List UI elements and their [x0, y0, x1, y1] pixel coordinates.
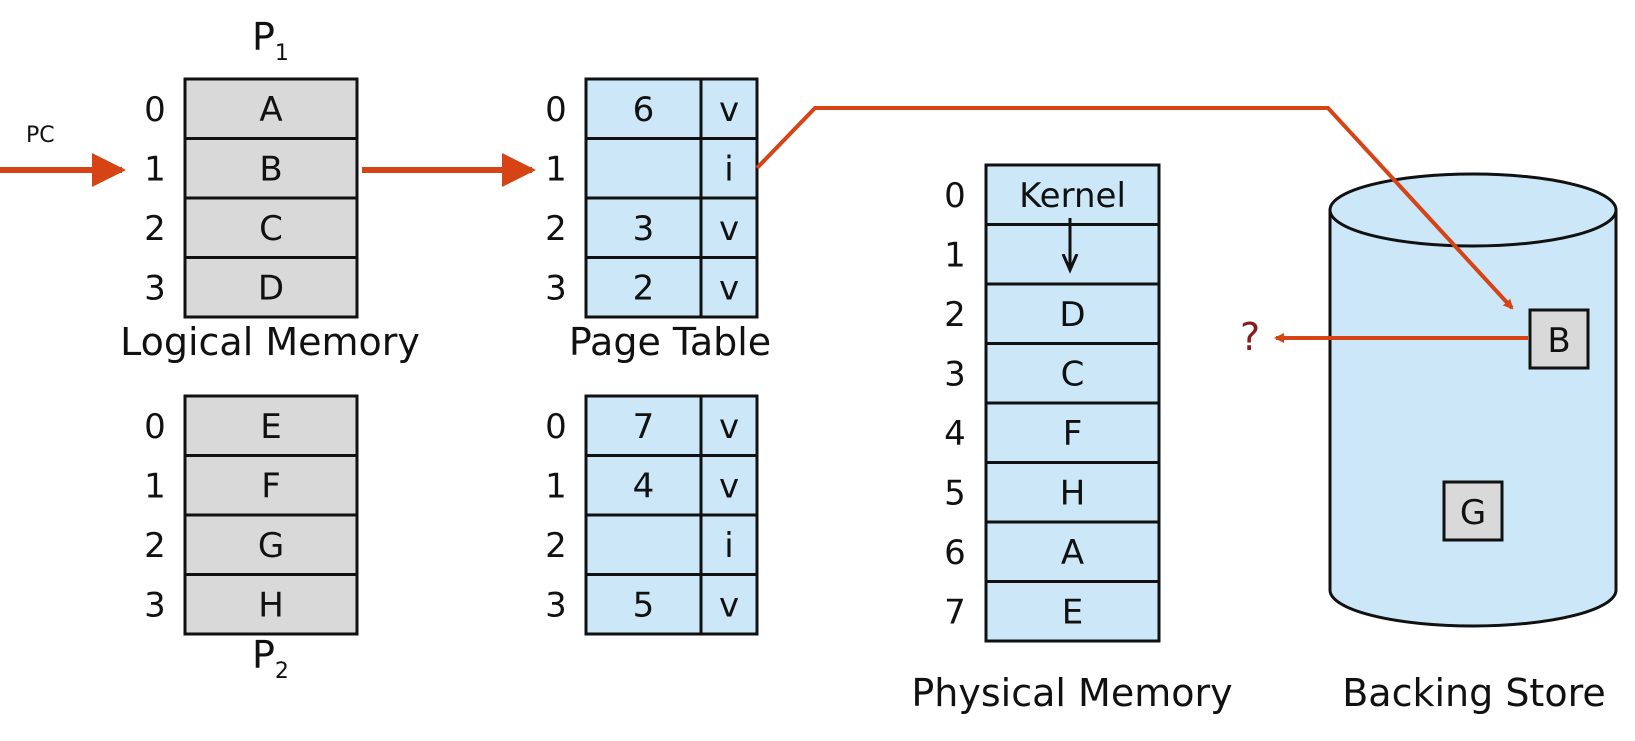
- page-table-caption: Page Table: [569, 320, 771, 364]
- physical-frame: [984, 163, 1161, 226]
- page-table-p2-valid-label: v: [719, 467, 739, 507]
- logical-p1-index: 3: [144, 269, 166, 309]
- physical-index: 4: [944, 414, 966, 454]
- physical-frame: [984, 461, 1161, 524]
- backing-store-body: [1328, 210, 1618, 628]
- logical-p2-cell: [183, 573, 359, 636]
- page-table-p1: 0 6 v 1 i 2 3 v 3 2 v: [545, 77, 759, 319]
- physical-index: 0: [944, 176, 966, 216]
- logical-memory-p2: 0 E 1 F 2 G 3 H: [144, 394, 359, 636]
- page-table-p1-index: 0: [545, 90, 567, 130]
- physical-index: 1: [944, 236, 966, 276]
- physical-frame: [984, 282, 1161, 345]
- backing-store: B G: [1328, 172, 1618, 628]
- page-table-p1-frame-label: 6: [633, 90, 655, 130]
- physical-index: 2: [944, 295, 966, 335]
- page-table-p1-frame-label: 3: [633, 209, 655, 249]
- question-mark: ?: [1240, 315, 1260, 359]
- page-table-p2-valid-cell: [699, 513, 759, 576]
- logical-p1-cell-label: A: [259, 90, 282, 130]
- physical-frame-label: Kernel: [1019, 176, 1126, 216]
- logical-p1-cell: [183, 137, 359, 200]
- logical-p1-cell: [183, 256, 359, 319]
- logical-p2-cell-label: G: [258, 526, 284, 566]
- physical-index: 6: [944, 533, 966, 573]
- logical-p1-index: 0: [144, 90, 166, 130]
- physical-frame-label: F: [1063, 414, 1083, 454]
- page-table-p1-frame-cell: [584, 137, 703, 200]
- page-table-p1-valid-label: v: [719, 90, 739, 130]
- physical-frame: [984, 580, 1161, 643]
- page-table-p1-index: 1: [545, 150, 567, 190]
- logical-p2-index: 2: [144, 526, 166, 566]
- physical-index: 3: [944, 355, 966, 395]
- page-table-p2-index: 0: [545, 407, 567, 447]
- logical-p2-index: 1: [144, 467, 166, 507]
- page-table-p1-index: 2: [545, 209, 567, 249]
- logical-p2-cell-label: F: [261, 467, 281, 507]
- backing-store-page-b: [1528, 308, 1590, 370]
- physical-frame-label: E: [1062, 593, 1083, 633]
- page-table-p2-frame-cell: [584, 513, 703, 576]
- page-table-p2-valid-label: i: [724, 526, 733, 566]
- page-table-p2-valid-label: v: [719, 586, 739, 626]
- page-table-p1-index: 3: [545, 269, 567, 309]
- logical-memory-caption: Logical Memory: [120, 320, 420, 364]
- physical-frame: [984, 223, 1161, 286]
- logical-p1-cell-label: D: [258, 269, 284, 309]
- physical-index: 7: [944, 593, 966, 633]
- logical-p2-index: 0: [144, 407, 166, 447]
- logical-p2-cell: [183, 454, 359, 517]
- backing-store-page-g: [1442, 480, 1504, 542]
- page-table-p2-valid-label: v: [719, 407, 739, 447]
- physical-memory-caption: Physical Memory: [911, 671, 1232, 715]
- backing-store-page-g-label: G: [1460, 493, 1486, 533]
- page-table-p1-frame-label: 2: [633, 269, 655, 309]
- logical-memory-p1: 0 A 1 B 2 C 3 D: [144, 77, 359, 319]
- logical-p1-cell-label: B: [259, 150, 282, 190]
- page-fault-path: [755, 106, 1514, 310]
- pc-label: PC: [26, 123, 55, 148]
- page-table-p2-valid-cell: [699, 573, 759, 636]
- physical-frame: [984, 401, 1161, 464]
- page-table-p2-frame-label: 4: [633, 467, 655, 507]
- physical-frame-label: C: [1061, 355, 1085, 395]
- physical-index: 5: [944, 474, 966, 514]
- page-table-p2-index: 1: [545, 467, 567, 507]
- physical-frame-label: A: [1061, 533, 1084, 573]
- backing-store-top: [1328, 172, 1618, 248]
- p2-title: P2: [252, 633, 289, 684]
- backing-store-page-b-label: B: [1547, 321, 1570, 361]
- page-table-p2-frame-cell: [584, 573, 703, 636]
- page-table-p2-frame-label: 7: [633, 407, 655, 447]
- physical-memory: 0 Kernel 1 2 D 3 C 4 F 5 H 6 A 7 E: [944, 163, 1161, 643]
- p1-title: P1: [252, 15, 289, 66]
- logical-p1-index: 2: [144, 209, 166, 249]
- logical-p2-cell: [183, 513, 359, 576]
- page-table-p2-index: 2: [545, 526, 567, 566]
- logical-p1-index: 1: [144, 150, 166, 190]
- logical-p2-index: 3: [144, 586, 166, 626]
- logical-p2-cell-label: E: [260, 407, 281, 447]
- physical-frame: [984, 342, 1161, 405]
- logical-p2-cell: [183, 394, 359, 457]
- page-table-p1-valid-cell: [699, 256, 759, 319]
- page-table-p2-valid-cell: [699, 394, 759, 457]
- page-table-p1-valid-label: i: [724, 150, 733, 190]
- page-table-p2-index: 3: [545, 586, 567, 626]
- logical-p2-cell-label: H: [258, 586, 284, 626]
- page-table-p2-frame-label: 5: [633, 586, 655, 626]
- page-table-p2: 0 7 v 1 4 v 2 i 3 5 v: [545, 394, 759, 636]
- page-table-p1-valid-label: v: [719, 209, 739, 249]
- physical-frame-label: D: [1059, 295, 1085, 335]
- physical-frame-label: H: [1060, 474, 1086, 514]
- backing-store-caption: Backing Store: [1342, 671, 1606, 715]
- logical-p1-cell-label: C: [259, 209, 283, 249]
- page-table-p1-valid-label: v: [719, 269, 739, 309]
- page-table-p1-frame-cell: [584, 256, 703, 319]
